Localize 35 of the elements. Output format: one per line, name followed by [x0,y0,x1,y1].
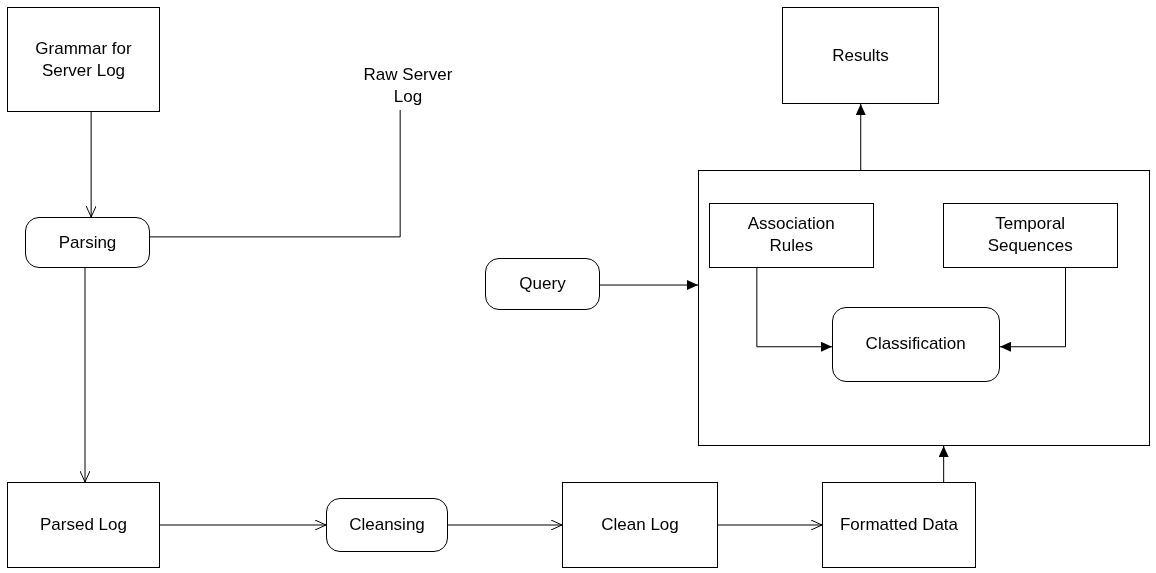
box-label: Association Rules [746,213,836,258]
data-box [562,482,718,568]
data-box [7,482,160,568]
data-box [822,482,976,568]
arrow [999,267,1066,352]
box-label: Formatted Data [839,514,959,536]
method-box [708,202,874,268]
arrow [159,519,327,531]
box-label: Parsing [58,231,117,254]
box-label: Grammar for Server Log [34,37,133,82]
arrow [756,267,833,352]
arrow [855,103,866,171]
output-box [782,7,939,104]
box-label: Parsed Log [40,514,127,536]
arrow [79,267,91,483]
arrow [85,111,97,218]
group-box [698,170,1150,446]
arrow [938,445,949,483]
box-label: Temporal Sequences [986,213,1074,258]
box-label: Classification [865,333,966,356]
process-box [326,498,448,552]
box-label: Cleansing [349,514,425,536]
arrow [599,280,699,291]
method-box [942,202,1118,268]
arrow [447,519,563,531]
connector-line [149,109,401,238]
arrow [717,519,823,531]
process-box [485,258,600,310]
box-label: Results [832,44,889,67]
source-box [7,7,160,112]
process-box [25,217,150,268]
box-label: Query [519,273,566,295]
source-label: Raw Server Log [362,64,454,108]
process-box [831,306,1000,382]
box-label: Clean Log [601,514,679,536]
